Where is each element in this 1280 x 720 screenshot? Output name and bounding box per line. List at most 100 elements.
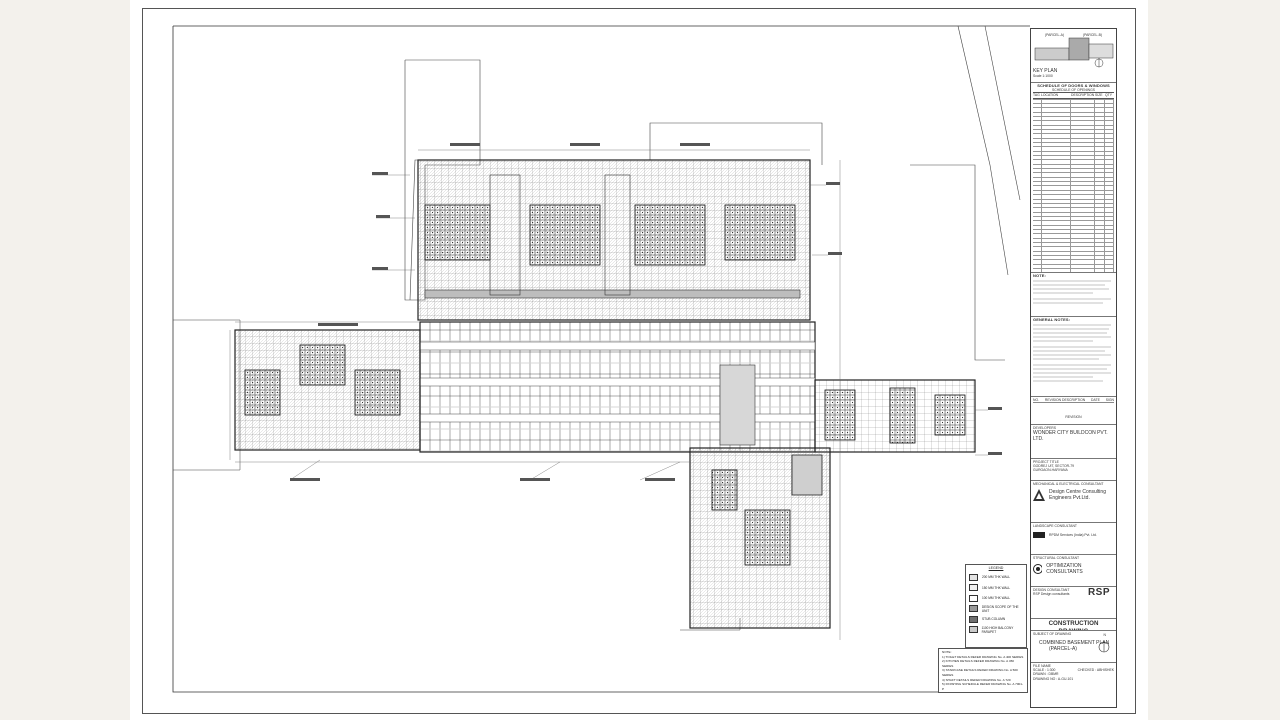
schedule-cell (1105, 121, 1114, 125)
notes-panel: NOTE: (1031, 273, 1116, 317)
schedule-row (1033, 263, 1114, 269)
schedule-cell (1105, 116, 1114, 121)
legend-swatch (969, 584, 978, 592)
schedule-row (1033, 120, 1114, 125)
schedule-cell (1033, 234, 1042, 238)
schedule-cell (1095, 242, 1106, 247)
landscape-line1: RPDM Services (India) Pvt. Ltd. (1049, 533, 1097, 538)
schedule-cell (1095, 103, 1106, 108)
schedule-cell (1071, 164, 1095, 169)
schedule-cell (1105, 138, 1114, 143)
schedule-cell (1095, 195, 1106, 199)
schedule-cell (1095, 182, 1106, 186)
notes-title: NOTE: (942, 650, 952, 654)
file-scale: SCALE : 1:300 (1033, 668, 1056, 673)
legend-label: DESIGN SCOPE OF THE UNIT (981, 604, 1019, 613)
schedule-cell (1095, 199, 1106, 203)
schedule-cell (1105, 112, 1114, 116)
north-arrow-icon (1098, 641, 1110, 653)
developer-label: DEVELOPERS (1033, 426, 1056, 430)
schedule-cell (1071, 212, 1095, 216)
note-item: 4) SHAFT DETAILS REFER DRAWING No. A 720 (942, 677, 1011, 682)
schedule-cell (1042, 151, 1072, 156)
schedule-cell (1071, 251, 1095, 255)
schedule-cell (1071, 112, 1095, 116)
schedule-cell (1095, 234, 1106, 238)
schedule-cell (1042, 121, 1072, 125)
schedule-cell (1105, 195, 1114, 199)
schedule-cell (1033, 108, 1042, 112)
schedule-cell (1071, 138, 1095, 143)
mep-consultant-panel: MECHANICAL & ELECTRICAL CONSULTANT Desig… (1031, 481, 1116, 523)
schedule-cell (1105, 173, 1114, 177)
legend-item: DESIGN SCOPE OF THE UNIT (966, 604, 1026, 615)
revision-table: NO. REVISION DESCRIPTION DATE SIGN REVIS… (1031, 397, 1116, 425)
schedule-row (1033, 246, 1114, 251)
schedule-cell (1095, 247, 1106, 251)
schedule-cell (1033, 199, 1042, 203)
schedule-cell (1095, 264, 1106, 269)
schedule-col: SIZE (1095, 93, 1103, 98)
schedule-cell (1042, 116, 1072, 121)
structural-label: STRUCTURAL CONSULTANT (1033, 556, 1080, 560)
schedule-cell (1033, 242, 1042, 247)
south-ramp (791, 454, 823, 496)
door-window-schedule: SCHEDULE OF DOORS & WINDOWS SCHEDULE OF … (1031, 83, 1116, 273)
optimization-logo-icon (1033, 564, 1043, 575)
schedule-cell (1071, 208, 1095, 212)
schedule-cell (1042, 255, 1072, 260)
legend-swatch (969, 594, 978, 602)
schedule-cell (1033, 269, 1042, 272)
schedule-cell (1095, 173, 1106, 177)
schedule-cell (1042, 251, 1072, 255)
schedule-subtitle: SCHEDULE OF OPENINGS (1052, 88, 1095, 93)
schedule-cell (1033, 216, 1042, 221)
schedule-cell (1033, 255, 1042, 260)
legend-item: 1100 HIGH BALCONY PARAPET (966, 625, 1026, 636)
schedule-cell (1042, 234, 1072, 238)
schedule-cell (1095, 260, 1106, 264)
schedule-cell (1033, 169, 1042, 173)
schedule-cell (1042, 238, 1072, 242)
schedule-cell (1095, 225, 1106, 229)
compass-label: N (1103, 633, 1106, 637)
legend-label: 150 MM THK WALL (982, 585, 1011, 590)
schedule-cell (1033, 221, 1042, 225)
schedule-row (1033, 228, 1114, 234)
mep-label: MECHANICAL & ELECTRICAL CONSULTANT (1033, 482, 1104, 486)
file-drawing-no: DRAWING NO : A-GU-101 (1033, 676, 1074, 681)
schedule-cell (1095, 255, 1106, 260)
schedule-cell (1071, 121, 1095, 125)
schedule-cell (1095, 130, 1106, 134)
schedule-cell (1095, 212, 1106, 216)
schedule-cell (1071, 147, 1095, 151)
schedule-cell (1105, 264, 1114, 269)
legend-swatch (969, 573, 978, 581)
schedule-cell (1105, 260, 1114, 264)
schedule-cell (1105, 147, 1114, 151)
rsp-logo: RSP (1087, 587, 1110, 598)
schedule-cell (1042, 147, 1072, 151)
schedule-cell (1071, 229, 1095, 234)
schedule-cell (1033, 212, 1042, 216)
schedule-row (1033, 207, 1114, 212)
schedule-cell (1033, 121, 1042, 125)
legend-label: 200 MM THK WALL (982, 575, 1011, 580)
file-drawn: DRAWN : DBMR (1033, 672, 1059, 677)
schedule-cell (1071, 108, 1095, 112)
schedule-cell (1071, 195, 1095, 199)
schedule-cell (1095, 160, 1106, 164)
landscape-consultant-panel: LANDSCAPE CONSULTANT RPDM Services (Indi… (1031, 523, 1116, 555)
schedule-cell (1095, 143, 1106, 147)
schedule-row (1033, 254, 1114, 260)
schedule-cell (1042, 156, 1072, 160)
schedule-cell (1105, 255, 1114, 260)
schedule-cell (1033, 125, 1042, 130)
legend-item: 150 MM THK WALL (966, 583, 1026, 594)
schedule-cell (1105, 190, 1114, 195)
legend-item: 200 MM THK WALL (966, 572, 1026, 583)
schedule-cell (1071, 260, 1095, 264)
schedule-cell (1071, 238, 1095, 242)
schedule-cell (1071, 264, 1095, 269)
